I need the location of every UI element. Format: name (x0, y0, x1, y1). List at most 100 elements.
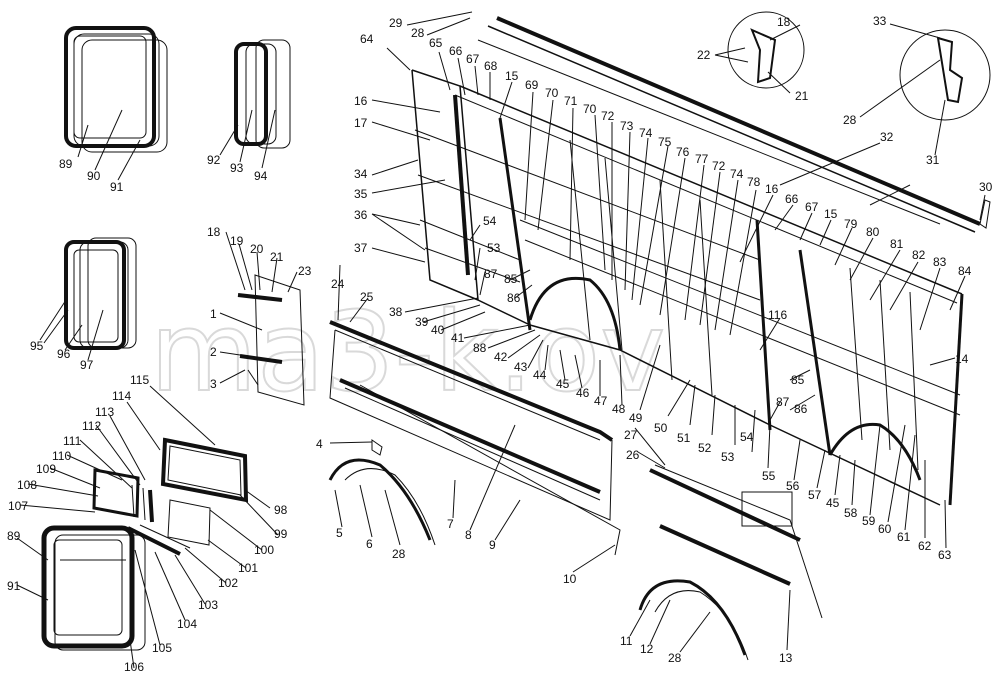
callout-83: 83 (933, 255, 947, 269)
callout-16: 16 (354, 94, 368, 108)
callout-2: 2 (210, 345, 217, 359)
callout-56: 56 (786, 479, 800, 493)
callout-93: 93 (230, 161, 244, 175)
callout-12: 12 (640, 642, 654, 656)
callout-23: 23 (298, 264, 312, 278)
callout-72b: 72 (712, 159, 726, 173)
callout-70b: 70 (583, 102, 597, 116)
callout-36: 36 (354, 208, 368, 222)
callout-16b: 16 (765, 182, 779, 196)
callout-99: 99 (274, 527, 288, 541)
callout-65: 65 (429, 36, 443, 50)
callout-35: 35 (354, 187, 368, 201)
callout-66: 66 (449, 44, 463, 58)
callout-64: 64 (360, 32, 374, 46)
callout-59: 59 (862, 514, 876, 528)
callout-31: 31 (926, 153, 940, 167)
callout-87: 87 (484, 267, 498, 281)
callout-102: 102 (218, 576, 238, 590)
callout-45: 45 (556, 377, 570, 391)
callout-53b: 53 (487, 241, 501, 255)
callout-13: 13 (779, 651, 793, 665)
callout-28b: 28 (411, 26, 425, 40)
callout-77: 77 (695, 152, 709, 166)
callout-110: 110 (52, 449, 71, 463)
callout-28d: 28 (668, 651, 682, 665)
callout-86: 86 (507, 291, 521, 305)
callout-24: 24 (331, 277, 345, 291)
callout-91: 91 (110, 180, 124, 194)
callout-86b: 86 (794, 402, 808, 416)
callout-32: 32 (880, 130, 894, 144)
callout-72: 72 (601, 109, 615, 123)
callout-26: 26 (626, 448, 640, 462)
callout-53: 53 (721, 450, 735, 464)
callout-85b: 85 (791, 373, 805, 387)
callout-63: 63 (938, 548, 952, 562)
callout-17: 17 (354, 116, 368, 130)
callout-70: 70 (545, 86, 559, 100)
callout-74: 74 (639, 126, 653, 140)
callout-82: 82 (912, 248, 926, 262)
callout-40: 40 (431, 323, 445, 337)
callout-73: 73 (620, 119, 634, 133)
callout-43: 43 (514, 360, 528, 374)
callout-5: 5 (336, 526, 343, 540)
callout-52: 52 (698, 441, 712, 455)
callout-51: 51 (677, 431, 691, 445)
callout-81: 81 (890, 237, 904, 251)
callout-57: 57 (808, 488, 822, 502)
callout-30: 30 (979, 180, 993, 194)
callout-114: 114 (112, 389, 131, 403)
callout-28c: 28 (843, 113, 857, 127)
callout-101: 101 (238, 561, 258, 575)
callout-42: 42 (494, 350, 508, 364)
callout-6: 6 (366, 537, 373, 551)
callout-80: 80 (866, 225, 880, 239)
callout-14: 14 (955, 352, 969, 366)
callout-9: 9 (489, 538, 496, 552)
window-assembly-89-91-lower (41, 525, 146, 651)
wheel-arch-liners (328, 458, 749, 661)
callout-34: 34 (354, 167, 368, 181)
callout-44: 44 (533, 368, 547, 382)
callout-7: 7 (447, 517, 454, 531)
callout-33: 33 (873, 14, 887, 28)
window-assembly-95-97 (64, 237, 137, 350)
callout-54: 54 (740, 430, 754, 444)
callout-50: 50 (654, 421, 668, 435)
callout-46: 46 (576, 386, 590, 400)
callout-108: 108 (17, 478, 37, 492)
callout-27: 27 (624, 428, 638, 442)
callout-48: 48 (612, 402, 626, 416)
callout-111: 111 (63, 434, 82, 448)
window-assembly-89-91 (64, 26, 168, 153)
callout-88: 88 (473, 341, 487, 355)
bracket-group (237, 274, 305, 406)
callout-79: 79 (844, 217, 858, 231)
callout-94: 94 (254, 169, 268, 183)
callout-109: 109 (36, 462, 56, 476)
callout-45b: 45 (826, 496, 840, 510)
callout-21: 21 (270, 250, 284, 264)
callout-87b: 87 (776, 395, 790, 409)
callout-41: 41 (451, 331, 465, 345)
callout-49: 49 (629, 411, 643, 425)
callout-62: 62 (918, 539, 932, 553)
callout-95: 95 (30, 339, 44, 353)
callout-89b: 89 (7, 529, 21, 543)
callout-104: 104 (177, 617, 197, 631)
callout-78: 78 (747, 175, 761, 189)
callout-47: 47 (594, 394, 608, 408)
callout-58: 58 (844, 506, 858, 520)
callout-90: 90 (87, 169, 101, 183)
callout-11: 11 (620, 634, 633, 648)
callout-61: 61 (897, 530, 911, 544)
callout-106: 106 (124, 660, 144, 674)
callout-55: 55 (762, 469, 776, 483)
detail-circles (727, 11, 991, 229)
callout-98: 98 (274, 503, 288, 517)
callout-115: 115 (130, 373, 149, 387)
callout-91b: 91 (7, 579, 21, 593)
callout-38: 38 (389, 305, 403, 319)
